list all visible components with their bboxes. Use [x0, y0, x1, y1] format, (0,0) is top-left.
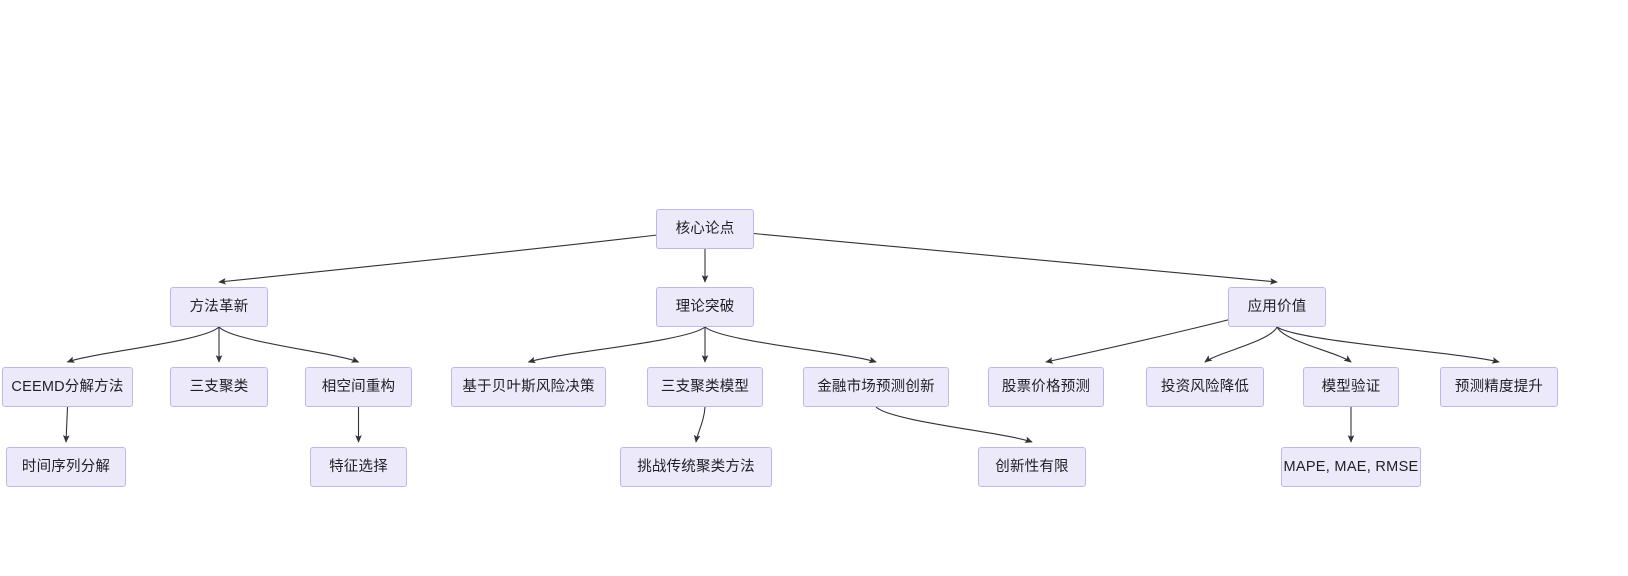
- edge-l1b-to-l2f: [704, 326, 877, 364]
- edge-group: [62, 228, 1500, 443]
- node-l2a[interactable]: CEEMD分解方法: [2, 367, 133, 407]
- node-label: 特征选择: [329, 458, 388, 475]
- node-l2c[interactable]: 相空间重构: [305, 367, 412, 407]
- node-l1c[interactable]: 应用价值: [1228, 287, 1326, 327]
- node-l2j[interactable]: 预测精度提升: [1440, 367, 1558, 407]
- node-l3b[interactable]: 特征选择: [310, 447, 407, 487]
- edge-l1c-to-l2i: [1276, 326, 1352, 363]
- node-l2i[interactable]: 模型验证: [1303, 367, 1399, 407]
- node-l2f[interactable]: 金融市场预测创新: [803, 367, 949, 407]
- node-label: 模型验证: [1321, 378, 1381, 395]
- edge-l1a-to-l2a: [66, 326, 220, 363]
- node-label: 核心论点: [675, 220, 735, 237]
- node-l2g[interactable]: 股票价格预测: [988, 367, 1104, 407]
- node-label: 相空间重构: [321, 378, 396, 395]
- node-label: 时间序列分解: [21, 458, 111, 475]
- node-l3c[interactable]: 挑战传统聚类方法: [620, 447, 772, 487]
- edge-l2a-to-l3a: [62, 406, 70, 443]
- node-l3d[interactable]: 创新性有限: [978, 447, 1086, 487]
- edge-l1b-to-l2d: [527, 326, 706, 364]
- node-label: 股票价格预测: [1001, 378, 1091, 395]
- node-label: 理论突破: [675, 298, 735, 315]
- edge-l2f-to-l3d: [875, 406, 1033, 443]
- node-label: 投资风险降低: [1160, 378, 1250, 395]
- node-label: CEEMD分解方法: [11, 378, 124, 395]
- edge-root-to-l1c: [704, 228, 1278, 285]
- node-label: 三支聚类: [189, 378, 249, 395]
- node-l1b[interactable]: 理论突破: [656, 287, 754, 327]
- edge-l1c-to-l2j: [1276, 326, 1500, 364]
- node-label: 金融市场预测创新: [817, 378, 935, 395]
- node-l3a[interactable]: 时间序列分解: [6, 447, 126, 487]
- node-l3e[interactable]: MAPE, MAE, RMSE: [1281, 447, 1421, 487]
- node-l2h[interactable]: 投资风险降低: [1146, 367, 1264, 407]
- node-label: 三支聚类模型: [660, 378, 750, 395]
- node-l2e[interactable]: 三支聚类模型: [647, 367, 763, 407]
- node-label: 挑战传统聚类方法: [637, 458, 755, 475]
- node-label: 应用价值: [1247, 298, 1307, 315]
- node-label: 预测精度提升: [1454, 378, 1544, 395]
- node-label: 创新性有限: [995, 458, 1069, 475]
- edge-l1c-to-l2h: [1204, 326, 1278, 363]
- edge-l2e-to-l3c: [693, 406, 706, 443]
- node-l2b[interactable]: 三支聚类: [170, 367, 268, 407]
- node-l2d[interactable]: 基于贝叶斯风险决策: [451, 367, 606, 407]
- node-root[interactable]: 核心论点: [656, 209, 754, 249]
- node-l1a[interactable]: 方法革新: [170, 287, 268, 327]
- node-label: 方法革新: [189, 298, 249, 315]
- node-label: 基于贝叶斯风险决策: [462, 378, 595, 395]
- edge-root-to-l1a: [218, 228, 706, 285]
- node-label: MAPE, MAE, RMSE: [1283, 458, 1419, 475]
- edge-l1a-to-l2c: [218, 326, 360, 363]
